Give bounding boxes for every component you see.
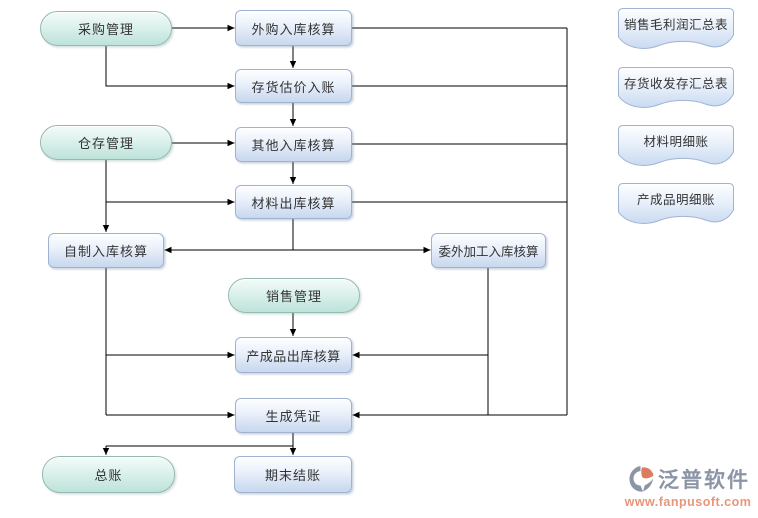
node-other-inbound-accounting: 其他入库核算 [235, 127, 352, 162]
node-label: 生成凭证 [265, 409, 322, 424]
node-label: 总账 [94, 468, 123, 483]
fanpu-logo-icon [629, 466, 654, 492]
node-label: 委外加工入库核算 [438, 245, 539, 259]
node-material-outbound-accounting: 材料出库核算 [235, 185, 352, 219]
node-self-made-inbound-accounting: 自制入库核算 [48, 233, 164, 268]
node-label: 仓存管理 [77, 136, 134, 151]
node-material-subsidiary-ledger: 材料明细账 [617, 124, 735, 168]
node-sales-gross-profit-summary: 销售毛利润汇总表 [617, 7, 735, 51]
node-inventory-in-out-balance-summary: 存货收发存汇总表 [617, 66, 735, 110]
node-label: 自制入库核算 [63, 244, 148, 259]
node-label: 材料出库核算 [251, 195, 336, 211]
node-inventory-provisional-pricing: 存货估价入账 [235, 69, 352, 103]
node-period-end-closing: 期末结账 [234, 456, 352, 493]
node-label: 期末结账 [264, 468, 321, 483]
node-label: 产成品出库核算 [246, 348, 341, 364]
node-purchase-management: 采购管理 [40, 11, 172, 46]
node-label: 材料明细账 [643, 135, 709, 149]
brand-name: 泛普软件 [658, 469, 750, 492]
node-finished-goods-subsidiary-ledger: 产成品明细账 [617, 182, 735, 226]
node-label: 外购入库核算 [251, 21, 336, 37]
document-shape-icon [618, 183, 734, 224]
node-voucher-generation: 生成凭证 [235, 398, 352, 433]
node-purchased-inbound-accounting: 外购入库核算 [235, 10, 352, 46]
node-label: 其他入库核算 [251, 138, 336, 153]
node-outsourced-processing-inbound-accounting: 委外加工入库核算 [431, 233, 546, 268]
node-label: 销售毛利润汇总表 [623, 18, 728, 32]
node-label: 存货估价入账 [251, 79, 336, 95]
node-label: 产成品明细账 [636, 193, 715, 207]
document-shape-icon [618, 8, 734, 49]
node-label: 存货收发存汇总表 [623, 77, 728, 91]
brand-row: 泛普软件 [626, 464, 750, 494]
node-label: 采购管理 [77, 22, 134, 37]
node-warehouse-management: 仓存管理 [40, 125, 172, 160]
vendor-watermark: 泛普软件 www.fanpusoft.com [622, 464, 754, 509]
node-sales-management: 销售管理 [228, 278, 360, 313]
node-label: 销售管理 [265, 289, 322, 304]
document-shape-icon [618, 67, 734, 108]
node-finished-goods-outbound-accounting: 产成品出库核算 [235, 337, 352, 373]
document-shape-icon [618, 125, 734, 166]
node-general-ledger: 总账 [42, 456, 175, 493]
brand-url: www.fanpusoft.com [624, 495, 752, 509]
